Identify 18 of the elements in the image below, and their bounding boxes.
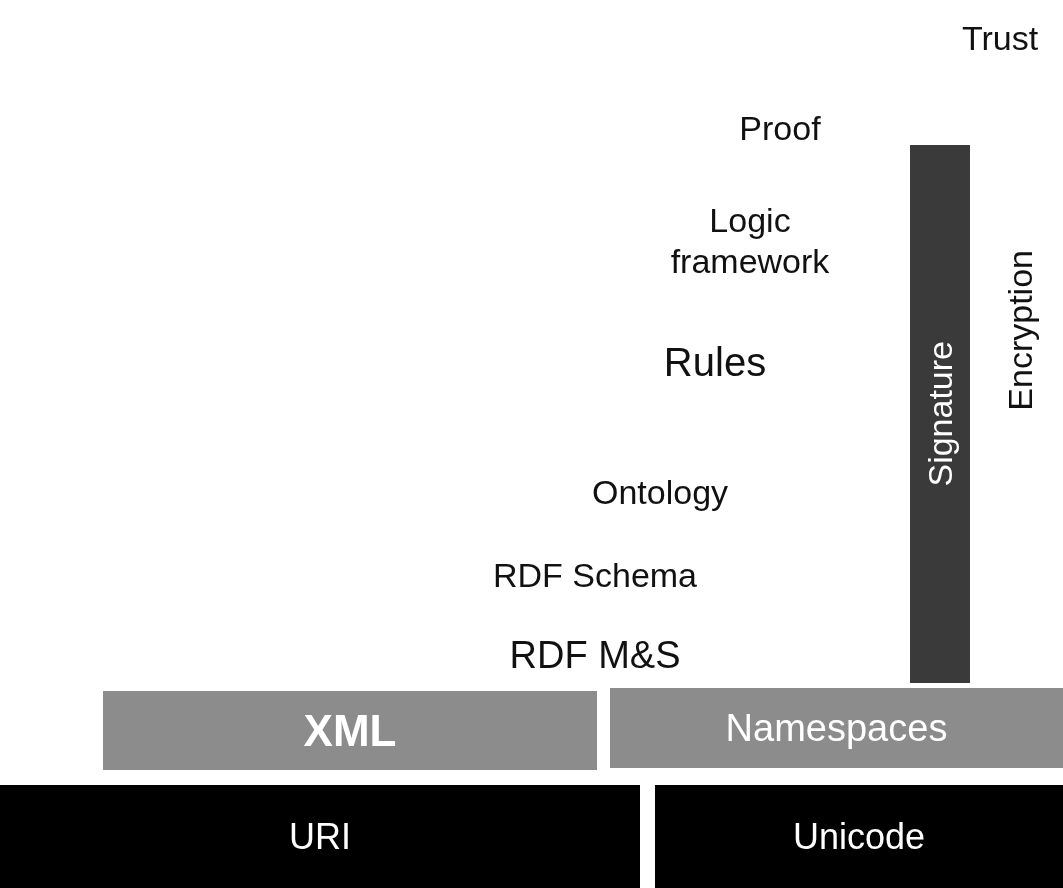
layer-label: XML: [303, 705, 397, 756]
layer-label: Encryption: [1000, 250, 1040, 411]
layer-box: [655, 785, 1063, 888]
layer-label: Unicode: [792, 815, 926, 858]
layer-label: RDF M&S: [508, 633, 682, 678]
layer-label: URI: [289, 815, 351, 858]
layer-label: RDF Schema: [491, 555, 699, 596]
layer-box: [0, 785, 640, 888]
layer-box: [610, 688, 1063, 768]
layer-label: Ontology: [590, 472, 730, 513]
layer-label: Trust: [960, 18, 1040, 59]
layer-label: Rules: [662, 339, 768, 386]
layer-box: [103, 691, 597, 770]
signature-bar: [910, 145, 970, 683]
layer-label: Proof: [738, 108, 822, 149]
layer-label: Namespaces: [725, 706, 948, 750]
layer-label: Signature: [920, 341, 960, 487]
layer-label: Logic framework: [669, 200, 831, 282]
